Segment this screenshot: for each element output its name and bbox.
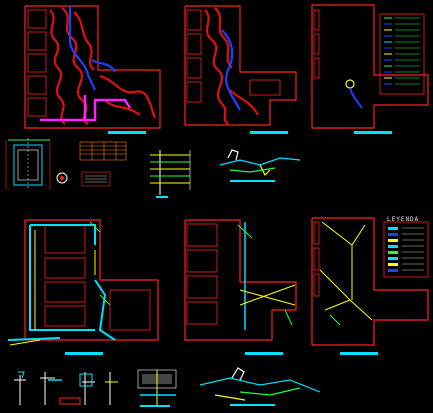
detail-fixtures: [14, 371, 118, 405]
detail-notes: [81, 171, 111, 187]
detail-strip: [5, 138, 301, 198]
plan-5-rooms: [186, 223, 218, 325]
plan-6-legend-box: [383, 221, 429, 278]
plan-6-outline: [311, 217, 429, 346]
plan-4-cyan-pipes: [7, 224, 116, 341]
detail-isometric-2: [199, 367, 321, 406]
bottom-detail-strip: [14, 367, 321, 407]
plan-2-red-pipes: [204, 7, 259, 125]
plan-top-center: [184, 5, 297, 134]
detail-table: [79, 141, 127, 161]
plan-bottom-center: [184, 219, 297, 355]
detail-isometric-1: [219, 149, 301, 182]
plan-bottom-right: [311, 217, 429, 355]
detail-circle-center: [60, 176, 64, 180]
plan-3-legend-box: [379, 13, 425, 95]
plan-3-title-bar: [354, 131, 392, 134]
plan-6-rooms: [313, 221, 320, 297]
plan-1-blue-pipes: [68, 6, 116, 91]
plan-4-yellow-pipes: [9, 230, 96, 346]
plan-3-pipe: [345, 79, 363, 109]
plan-5-title-bar: [245, 352, 283, 355]
plan-1-red-pipes: [49, 7, 157, 125]
plan-1-outline: [24, 5, 161, 129]
plan-4-title-bar: [65, 352, 103, 355]
plan-2-rooms: [186, 9, 281, 103]
plan-4-rooms: [44, 224, 151, 331]
plan-3-outline: [311, 4, 429, 129]
legend-panel-title: LEYENDA: [387, 216, 420, 223]
plan-6-pipes: [319, 221, 373, 326]
plan-1-title-bar: [108, 131, 146, 134]
plan-6-title-bar: [340, 352, 378, 355]
plan-3-legend-entries: [384, 17, 420, 85]
detail-circle-icon: [56, 172, 68, 184]
plan-4-green-marks: [89, 221, 111, 306]
plan-5-outline: [184, 219, 297, 341]
plan-2-title-bar: [250, 131, 288, 134]
plan-bottom-left: [7, 219, 159, 355]
plan-1-magenta-pipes: [40, 95, 132, 122]
plan-5-pipes: [237, 222, 296, 330]
plan-2-outline: [184, 5, 297, 126]
plan-3-rooms: [313, 9, 320, 79]
plan-top-right: [311, 4, 429, 134]
plan-top-left: [24, 5, 161, 134]
detail-tank: [5, 138, 51, 190]
detail-section: [137, 369, 177, 407]
detail-riser: [150, 150, 191, 198]
plan-2-blue-pipes: [221, 29, 241, 111]
plan-1-rooms: [27, 9, 47, 117]
plan-6-legend-entries: [388, 227, 424, 272]
